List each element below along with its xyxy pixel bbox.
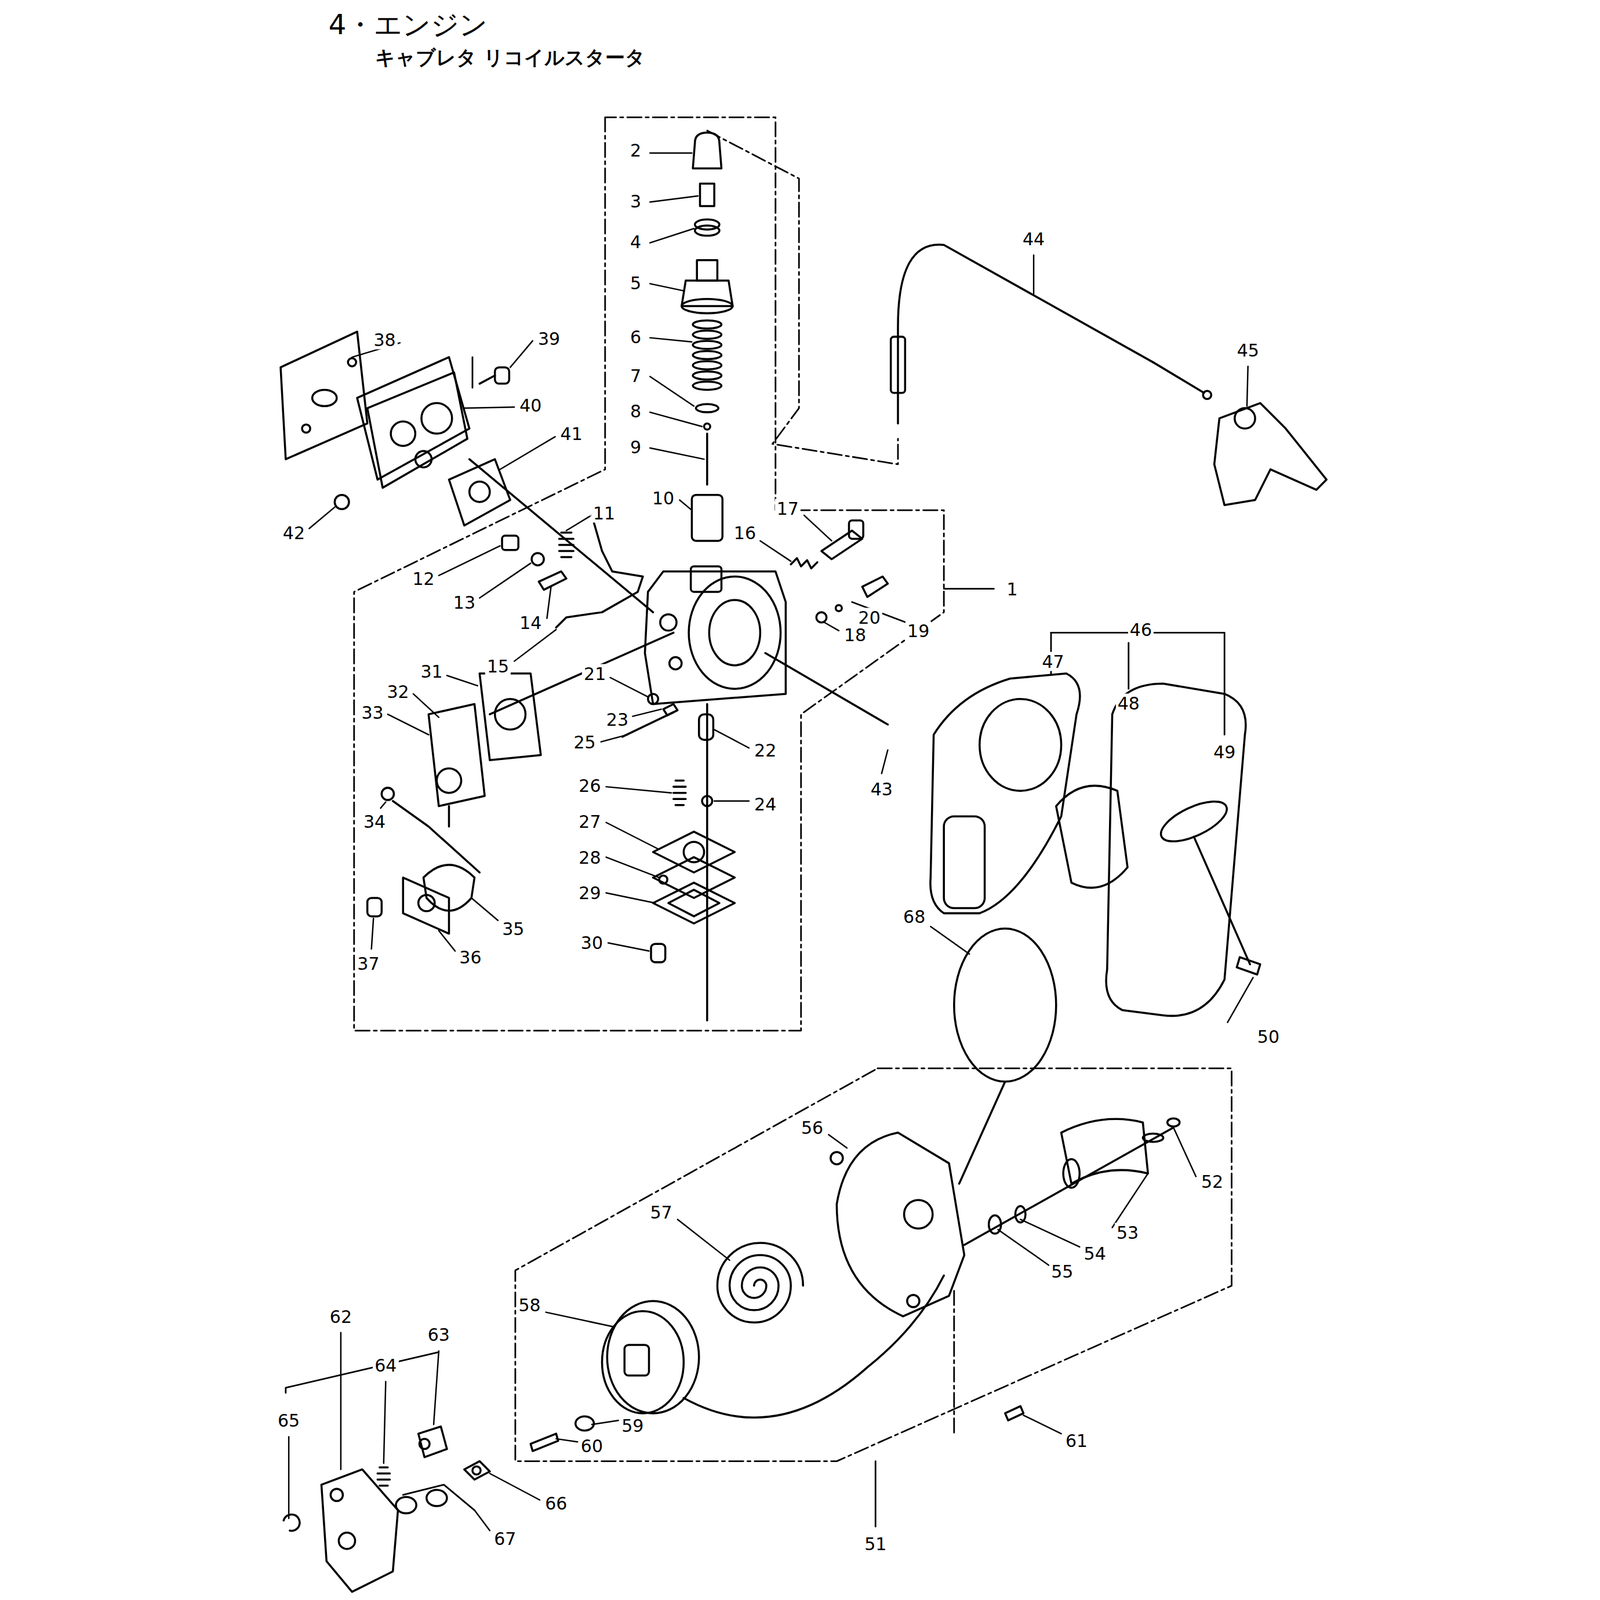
callout-number: 7 bbox=[628, 365, 643, 385]
callout-number: 63 bbox=[426, 1325, 452, 1345]
callout-number: 19 bbox=[905, 620, 932, 640]
carburetor-small-parts bbox=[502, 515, 888, 963]
pawl-assembly bbox=[283, 1426, 490, 1592]
callout-number: 28 bbox=[576, 847, 603, 867]
callout-number: 50 bbox=[1255, 1027, 1282, 1047]
callout-number: 15 bbox=[485, 656, 511, 676]
callout-number: 25 bbox=[572, 732, 598, 752]
callout-number: 10 bbox=[650, 488, 676, 508]
callout-number: 45 bbox=[1235, 340, 1261, 360]
callout-number: 34 bbox=[361, 811, 388, 831]
callout-number: 36 bbox=[457, 947, 483, 967]
callout-number: 51 bbox=[862, 1534, 889, 1554]
callout-number: 59 bbox=[619, 1416, 646, 1436]
callout-number: 54 bbox=[1082, 1243, 1108, 1263]
callout-number: 6 bbox=[628, 326, 643, 347]
callout-number: 35 bbox=[500, 918, 526, 938]
callout-number: 47 bbox=[1040, 651, 1066, 671]
callout-number: 3 bbox=[628, 191, 643, 211]
callout-number: 16 bbox=[732, 522, 758, 543]
callout-number: 22 bbox=[752, 740, 778, 760]
callout-number: 17 bbox=[775, 498, 801, 518]
callout-number: 37 bbox=[355, 953, 381, 973]
insulator-parts bbox=[280, 331, 653, 613]
callout-number: 21 bbox=[582, 663, 608, 683]
callout-number: 33 bbox=[359, 702, 385, 722]
callout-number: 52 bbox=[1199, 1172, 1225, 1192]
callout-number: 68 bbox=[901, 906, 927, 926]
page-title: 4・エンジン bbox=[326, 9, 490, 40]
callout-number: 41 bbox=[558, 424, 585, 444]
callout-number: 23 bbox=[604, 709, 631, 729]
callout-number: 65 bbox=[275, 1411, 302, 1431]
fuel-pump-parts bbox=[367, 673, 541, 934]
callout-number: 26 bbox=[576, 776, 603, 796]
callout-number: 39 bbox=[536, 329, 562, 349]
callout-number: 62 bbox=[328, 1306, 354, 1326]
air-cleaner bbox=[930, 673, 1261, 1184]
callout-number: 4 bbox=[628, 232, 643, 252]
callout-number: 9 bbox=[628, 437, 643, 457]
callout-number: 2 bbox=[628, 140, 643, 160]
callout-number: 48 bbox=[1115, 693, 1142, 713]
callout-number: 67 bbox=[492, 1529, 518, 1549]
callout-number: 32 bbox=[384, 682, 411, 702]
callout-number: 55 bbox=[1049, 1262, 1075, 1282]
callout-number: 30 bbox=[579, 933, 605, 953]
callout-number: 49 bbox=[1211, 742, 1238, 762]
callout-number: 5 bbox=[628, 273, 643, 293]
subtitle: キャブレタ リコイルスタータ bbox=[373, 47, 647, 69]
carburetor-parts bbox=[489, 132, 888, 1021]
callout-number: 24 bbox=[752, 794, 778, 814]
callout-number: 11 bbox=[591, 503, 617, 523]
callout-number: 29 bbox=[576, 883, 603, 903]
callout-number: 12 bbox=[410, 569, 436, 589]
group-boundary bbox=[354, 117, 1232, 1461]
callout-number: 31 bbox=[418, 662, 445, 682]
throttle-cable bbox=[891, 244, 1327, 505]
callout-number: 43 bbox=[868, 779, 895, 799]
callout-number: 58 bbox=[516, 1295, 543, 1315]
callout-number: 42 bbox=[281, 522, 307, 543]
callout-number: 20 bbox=[856, 607, 883, 627]
leader-line bbox=[288, 153, 1253, 1531]
callout-number: 57 bbox=[648, 1202, 675, 1223]
bracket-line bbox=[285, 357, 1225, 1527]
callout-number: 8 bbox=[628, 401, 643, 421]
callout-number: 40 bbox=[517, 395, 544, 415]
callout-number: 53 bbox=[1114, 1223, 1141, 1243]
callout-number: 1 bbox=[1005, 579, 1020, 599]
callout-number: 44 bbox=[1020, 228, 1047, 249]
recoil-starter bbox=[530, 1118, 1180, 1452]
callout-number: 18 bbox=[842, 624, 868, 645]
callout-number: 14 bbox=[517, 612, 544, 632]
callout-number: 56 bbox=[799, 1118, 825, 1138]
callout-number: 61 bbox=[1063, 1431, 1090, 1451]
callout-number: 13 bbox=[451, 592, 478, 612]
callout-number: 66 bbox=[543, 1493, 569, 1513]
callout-number: 64 bbox=[372, 1355, 399, 1376]
callout-number: 46 bbox=[1128, 620, 1154, 640]
callout-number: 27 bbox=[576, 811, 603, 831]
callout-number: 60 bbox=[579, 1436, 605, 1456]
callout-number: 38 bbox=[372, 330, 398, 350]
